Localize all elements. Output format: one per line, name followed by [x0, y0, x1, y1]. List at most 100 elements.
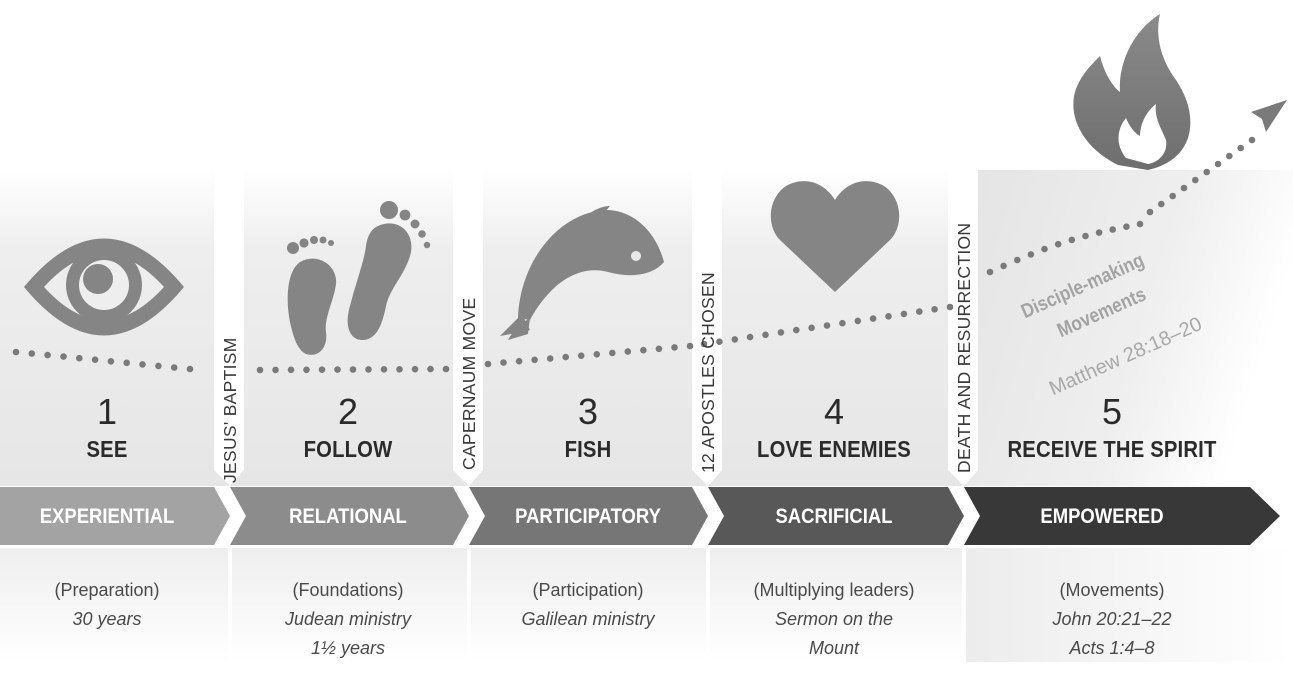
progress-dot — [869, 315, 877, 322]
progress-dot — [1123, 223, 1130, 230]
progress-dot — [1082, 232, 1089, 240]
milestone-capernaum-move: CAPERNAUM MOVE — [459, 297, 479, 470]
progress-dot — [986, 268, 994, 276]
stage-5-title: RECEIVE THE SPIRIT — [1007, 436, 1217, 462]
progress-dot — [28, 350, 36, 357]
stage-3-desc-line: Galilean ministry — [521, 609, 655, 629]
progress-dots — [12, 136, 1256, 374]
progress-dot — [916, 308, 923, 315]
stage-3-description: (Participation) Galilean ministry — [458, 576, 718, 634]
progress-dot — [303, 366, 310, 374]
progress-dot — [793, 326, 800, 334]
milestone-jesus-baptism: JESUS' BAPTISM — [220, 337, 240, 483]
progress-dot — [44, 351, 51, 359]
progress-dot — [946, 303, 954, 311]
stage-3-band-label: PARTICIPATORY — [515, 505, 661, 528]
progress-dot — [1068, 236, 1076, 244]
progress-dot — [515, 357, 523, 365]
progress-dot — [546, 355, 554, 362]
progress-dot — [256, 366, 264, 374]
progress-dot — [287, 366, 295, 374]
milestone-death-resurrection: DEATH AND RESURRECTION — [954, 222, 974, 473]
stage-5-desc-line: John 20:21–22 — [1052, 609, 1172, 629]
progress-dot — [900, 310, 908, 318]
progress-dot — [349, 366, 357, 373]
progress-dot — [91, 356, 99, 364]
progress-dot — [808, 324, 815, 332]
progress-dot — [1027, 251, 1035, 258]
band-1-shape — [0, 487, 230, 545]
progress-dot — [577, 352, 585, 360]
progress-dot — [170, 364, 178, 371]
progress-dot — [442, 365, 450, 373]
progress-dot — [1136, 220, 1144, 228]
stage-3-desc-heading: (Participation) — [532, 580, 644, 600]
stage-bands — [0, 487, 1280, 545]
progress-dot — [777, 329, 785, 336]
desc-3-panel — [471, 548, 706, 662]
stage-3-number: 3 — [577, 391, 599, 432]
progress-dot — [531, 356, 538, 364]
progress-dot — [155, 362, 162, 370]
stage-1-description: (Preparation) 30 years — [0, 576, 237, 634]
progress-dot — [1158, 200, 1165, 208]
progress-dot — [593, 351, 601, 358]
stage-2-number: 2 — [337, 391, 359, 432]
path-arrowhead — [1251, 100, 1287, 132]
progress-dot — [139, 361, 146, 368]
band-4-shape — [708, 487, 964, 545]
desc-4-panel — [710, 548, 962, 662]
progress-dot — [1109, 226, 1116, 233]
desc-5-panel — [966, 548, 1293, 662]
stage-5-desc-line: Acts 1:4–8 — [1069, 638, 1155, 658]
stage-4-desc-line: Mount — [808, 638, 860, 658]
progress-dot — [1226, 152, 1233, 160]
progress-dot — [686, 342, 694, 350]
fish-icon — [500, 206, 664, 340]
progress-dot — [609, 349, 616, 357]
progress-dot — [334, 366, 341, 373]
stage-1-desc-line: 30 years — [72, 609, 142, 629]
stage-1-title: SEE — [86, 436, 128, 462]
stage-2-desc-line: Judean ministry — [284, 609, 412, 629]
stage-4-title: LOVE ENEMIES — [757, 436, 911, 462]
progress-dot — [76, 354, 83, 362]
progress-dot — [272, 366, 279, 374]
progress-dot — [186, 365, 194, 373]
band-2-shape — [230, 487, 469, 545]
progress-dot — [1146, 208, 1154, 216]
progress-dot — [123, 359, 130, 367]
progress-dot — [380, 366, 388, 373]
footprints-icon — [287, 201, 431, 355]
stage-1-band-label: EXPERIENTIAL — [39, 505, 175, 528]
stage-4-desc-line: Sermon on the — [774, 609, 894, 629]
stage-4-desc-heading: (Multiplying leaders) — [753, 580, 915, 600]
stage-5-number: 5 — [1101, 391, 1123, 432]
band-5-shape — [964, 487, 1280, 545]
milestone-apostles-chosen: 12 APOSTLES CHOSEN — [698, 272, 718, 473]
progress-dot — [1180, 184, 1188, 192]
progress-dot — [500, 359, 507, 366]
progress-dot — [107, 358, 115, 365]
progress-dot — [885, 313, 892, 320]
stage-1-number: 1 — [96, 391, 118, 432]
stage-2-band-label: RELATIONAL — [289, 505, 407, 528]
stage-2-desc-heading: (Foundations) — [292, 580, 404, 600]
desc-1-panel — [0, 548, 228, 662]
stage-2-desc-line: 1½ years — [310, 638, 386, 658]
stage-3-title: FISH — [564, 436, 612, 462]
stage-4-band-label: SACRIFICIAL — [775, 505, 893, 528]
stage-5-desc-heading: (Movements) — [1059, 580, 1165, 600]
progress-dot — [1169, 192, 1176, 200]
progress-dot — [562, 353, 569, 361]
eye-icon — [24, 238, 184, 336]
progress-dot — [700, 340, 708, 348]
stage-2-title: FOLLOW — [303, 436, 393, 462]
progress-dot — [823, 322, 831, 329]
progress-dot — [1041, 245, 1048, 253]
progress-dot — [1014, 256, 1021, 264]
stage-5-description: (Movements) John 20:21–22 Acts 1:4–8 — [982, 576, 1242, 663]
progress-dot — [655, 345, 663, 353]
progress-dot — [318, 366, 326, 374]
